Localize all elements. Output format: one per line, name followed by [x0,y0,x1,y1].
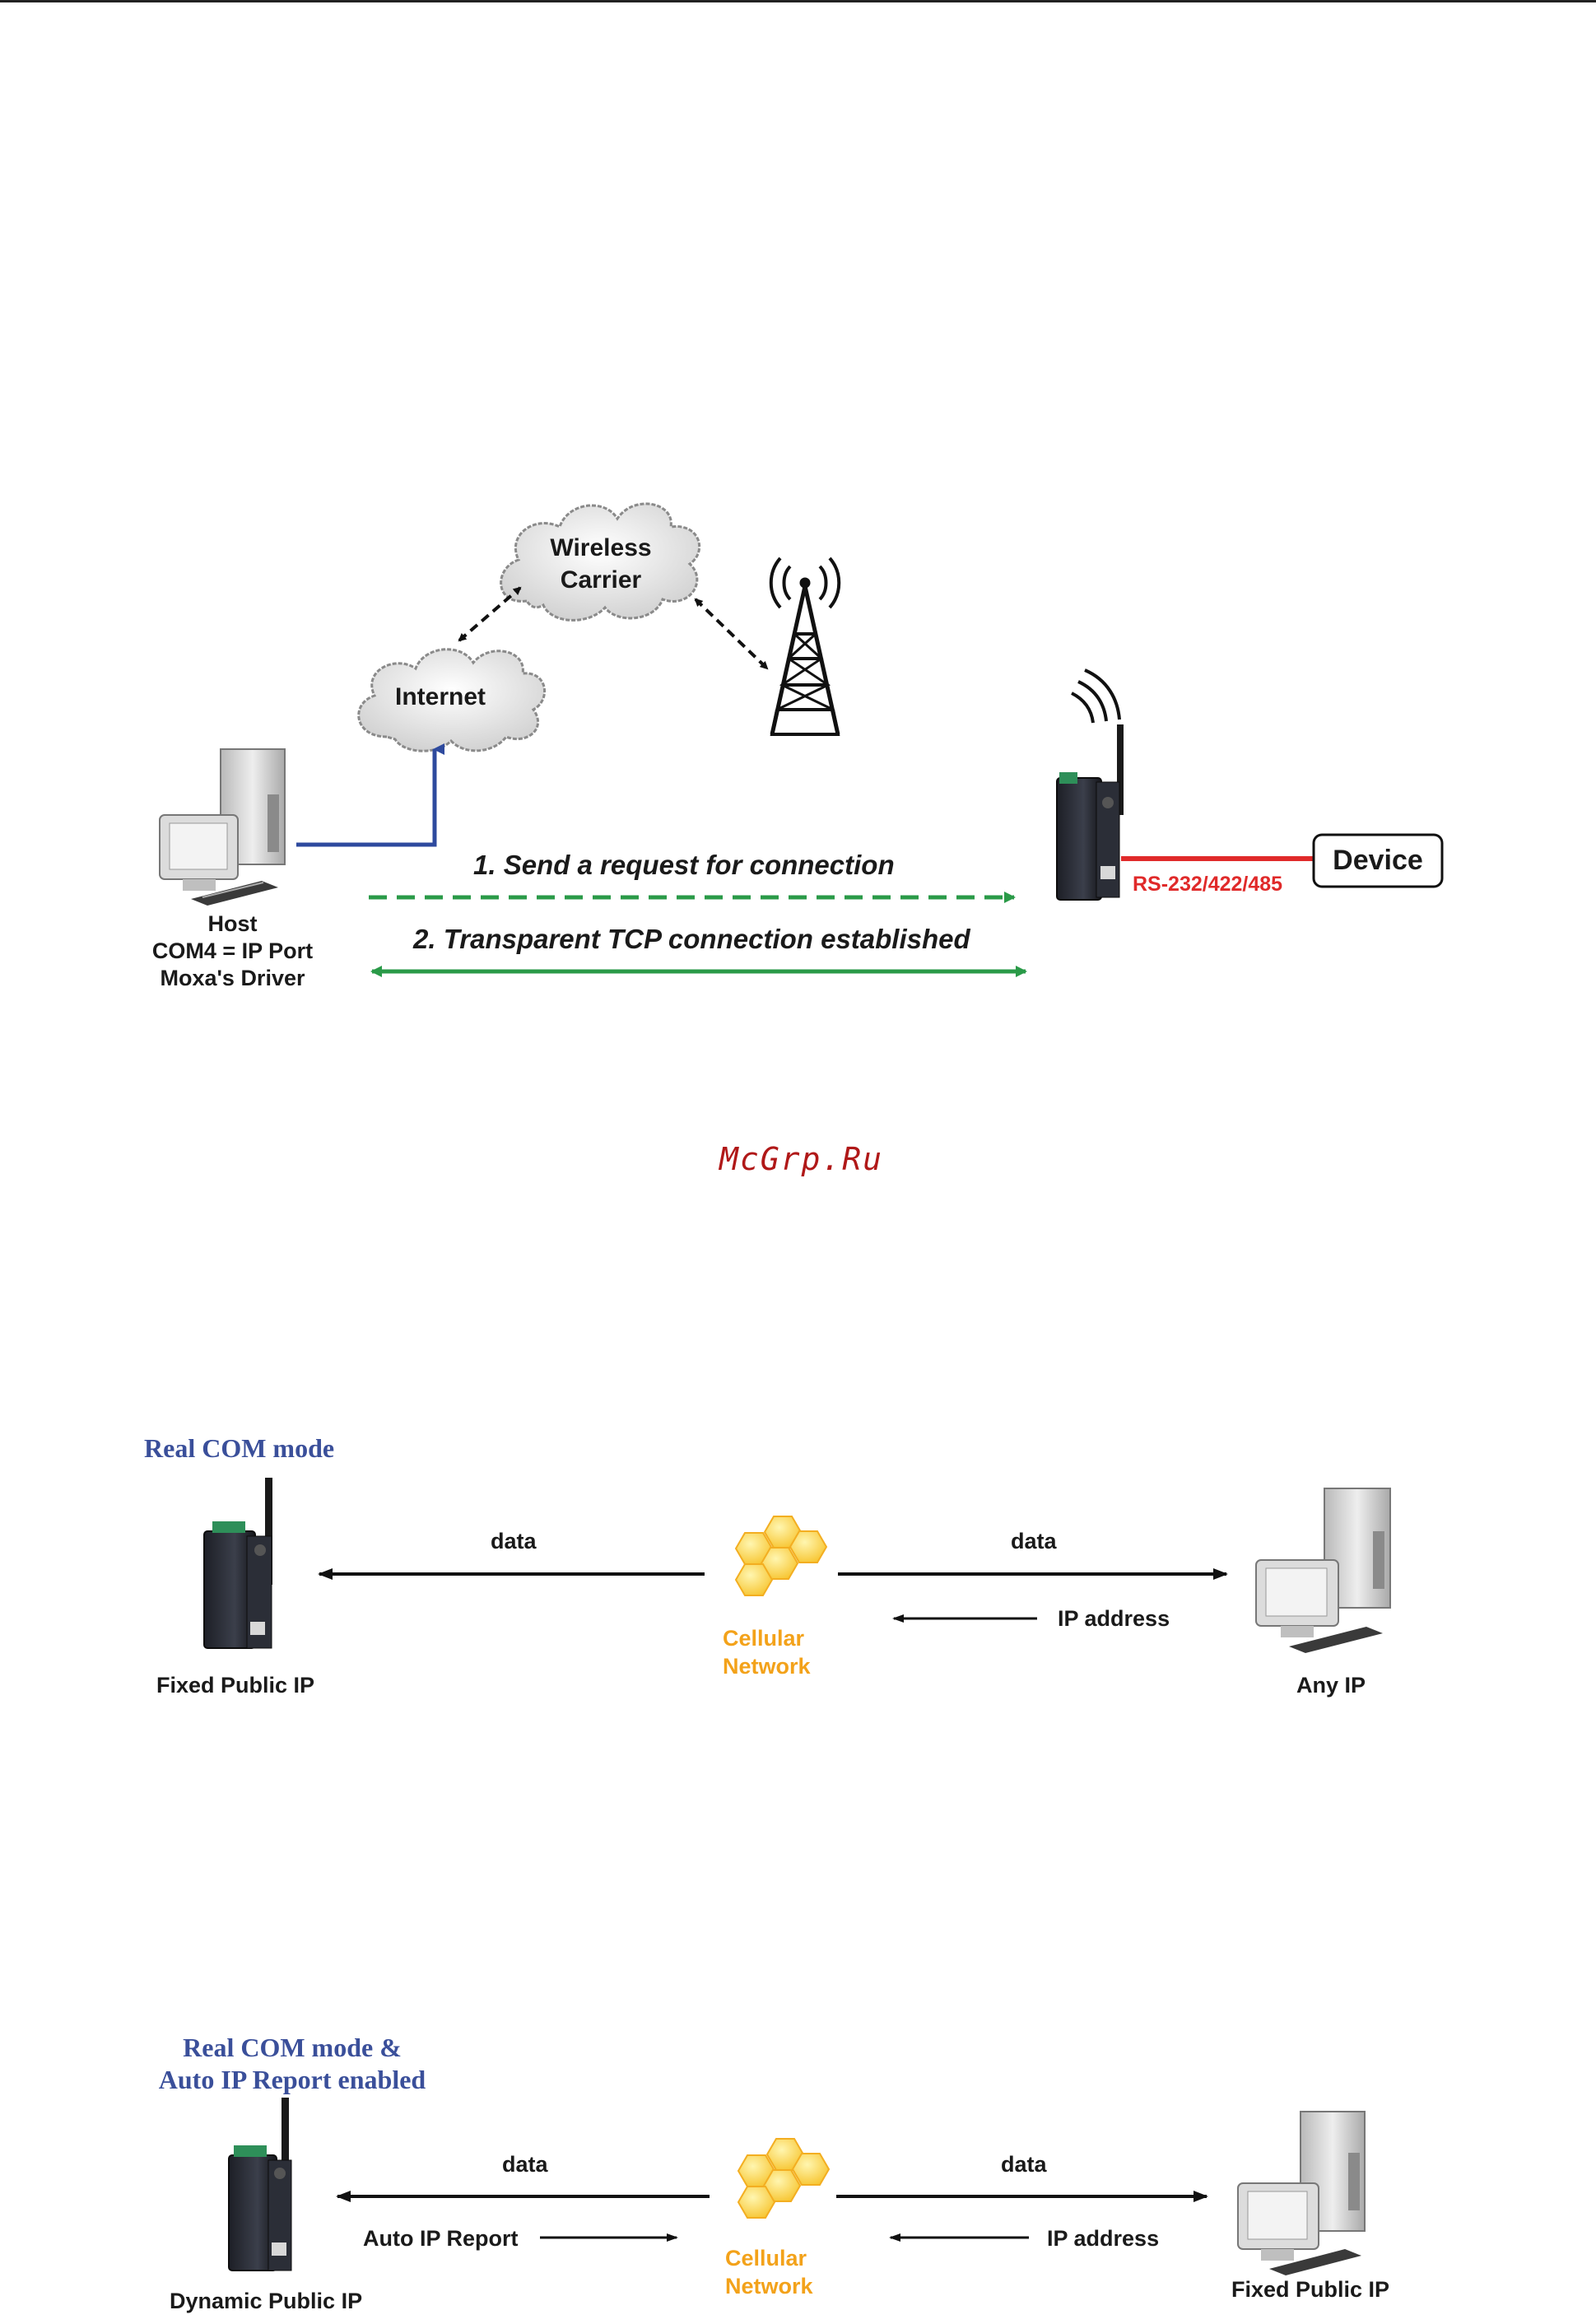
dynamic-public-ip-label: Dynamic Public IP [170,2289,363,2313]
cellular-line-2-2: Network [725,2274,813,2298]
wireless-carrier-line-1: Wireless [550,534,652,561]
host-caption-line-2: COM4 = IP Port [151,938,314,963]
cellular-network-icon [734,1516,828,1596]
auto-ip-report-label: Auto IP Report [363,2226,519,2251]
wireless-carrier-line-2: Carrier [560,566,642,594]
internet-cloud [357,648,547,752]
diagram-1-graphics [159,502,1444,977]
cellular-line-1-2: Cellular [725,2246,807,2270]
data-label-left: data [491,1529,537,1553]
host-caption-line-3: Moxa's Driver [160,966,305,990]
host-caption: Host COM4 = IP Port Moxa's Driver [123,911,342,992]
cellular-line-2: Network [723,1654,811,1679]
device-box [1312,833,1444,888]
wireless-carrier-cloud [500,502,700,622]
auto-ip-title-line-1: Real COM mode & [183,2033,402,2062]
host-caption-line-1: Host [207,911,258,936]
serial-label: RS-232/422/485 [1133,873,1283,896]
carrier-tower-link [694,598,769,670]
auto-ip-title: Real COM mode & Auto IP Report enabled [144,2032,440,2096]
cellular-network-icon-2 [737,2138,831,2219]
internet-carrier-link [458,586,522,642]
gateway-left-icon-2 [228,2098,292,2271]
host-pc-icon [159,748,286,906]
cellular-gateway-icon [1056,668,1124,901]
cellular-network-label-2: Cellular Network [725,2244,813,2300]
pc-right-icon-2 [1237,2111,1366,2275]
real-com-mode-title: Real COM mode [144,1433,335,1463]
wireless-carrier-label: Wireless Carrier [527,532,675,596]
pc-right-icon [1255,1488,1391,1653]
data-label-right: data [1011,1529,1057,1553]
data-label-right-2: data [1001,2152,1047,2177]
fixed-public-ip-label: Fixed Public IP [156,1673,315,1698]
page-top-rule [0,0,1596,2]
ip-address-label: IP address [1058,1606,1170,1631]
step-2-label: 2. Transparent TCP connection establishe… [413,924,970,954]
fixed-public-ip-label-2: Fixed Public IP [1231,2277,1390,2302]
host-internet-link [296,743,444,847]
gateway-left-icon [203,1478,272,1649]
internet-label: Internet [394,683,486,710]
any-ip-label: Any IP [1296,1673,1366,1698]
watermark: McGrp.Ru [719,1141,884,1177]
ip-address-label-2: IP address [1047,2226,1160,2251]
data-label-left-2: data [502,2152,548,2177]
cell-tower-icon [769,557,841,736]
cellular-network-label: Cellular Network [723,1624,811,1680]
auto-ip-title-line-2: Auto IP Report enabled [158,2065,426,2094]
cellular-line-1: Cellular [723,1626,805,1651]
device-label: Device [1333,845,1423,876]
step-1-label: 1. Send a request for connection [473,850,895,880]
